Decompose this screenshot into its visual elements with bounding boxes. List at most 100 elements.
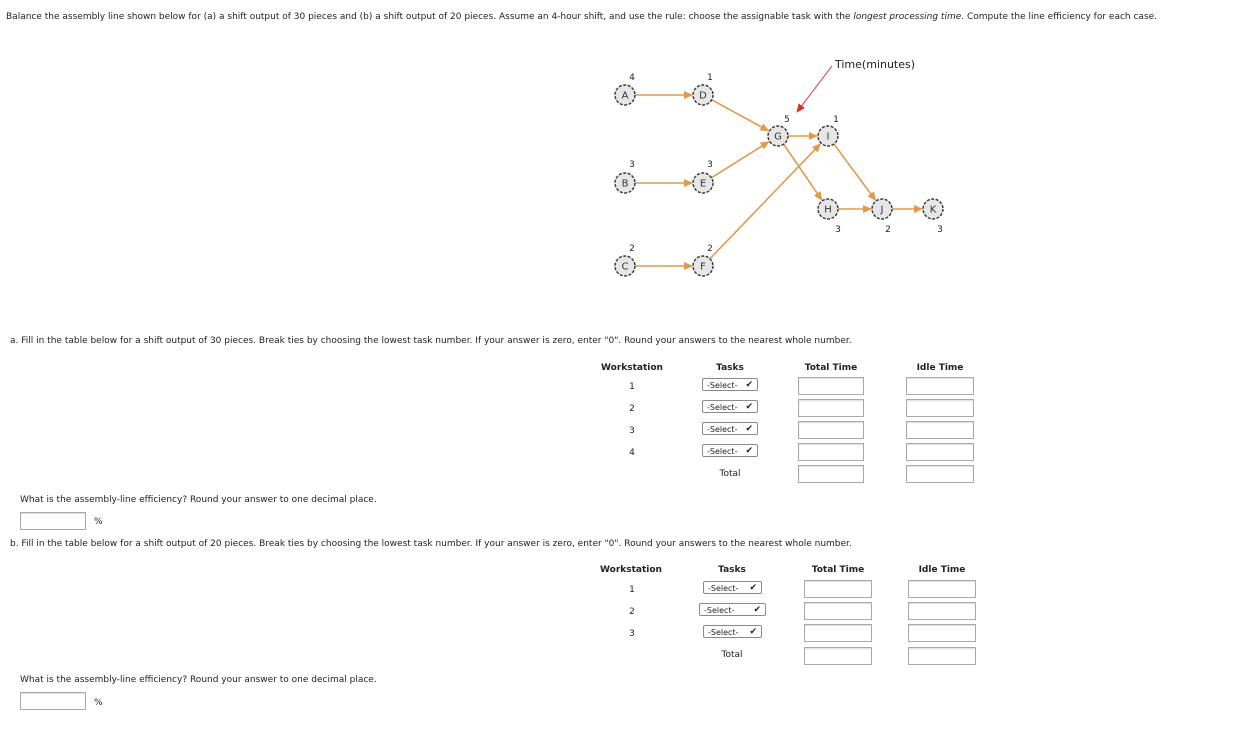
problem-prompt: Balance the assembly line shown below fo… — [6, 12, 1157, 22]
part-b-instruction: b. Fill in the table below for a shift o… — [10, 539, 852, 549]
part-a-efficiency-question: What is the assembly-line efficiency? Ro… — [20, 495, 377, 505]
part-a-total-time-sum-input[interactable] — [798, 465, 864, 483]
part-a-workstation-number: 1 — [629, 382, 635, 392]
part-a-workstation-number: 3 — [629, 426, 635, 436]
part-a-total-time-input[interactable] — [798, 421, 864, 439]
task-node-a — [614, 84, 636, 106]
part-a-idle-time-input[interactable] — [906, 421, 974, 439]
chevron-down-icon: ✔ — [745, 402, 753, 412]
part-b-idle-time-input[interactable] — [908, 580, 976, 598]
task-node-d — [692, 84, 714, 106]
task-time-label: 1 — [833, 115, 839, 125]
part-b-total-time-sum-input[interactable] — [804, 647, 872, 665]
task-node-label: J — [880, 205, 884, 216]
select-value: -Select- — [707, 403, 738, 412]
task-node-c — [614, 255, 636, 277]
part-a-tasks-select[interactable]: -Select- ✔ — [702, 378, 758, 391]
task-node-label: K — [930, 205, 937, 216]
task-time-label: 2 — [629, 244, 635, 254]
part-b-idle-time-input[interactable] — [908, 602, 976, 620]
select-value: -Select- — [708, 584, 739, 593]
part-b-tasks-select[interactable]: -Select-✔ — [703, 625, 762, 638]
part-a-workstation-number: 2 — [629, 404, 635, 414]
task-node-b — [614, 172, 636, 194]
select-value: -Select- — [707, 425, 738, 434]
part-a-total-label: Total — [719, 469, 741, 479]
part-a-header-total-time: Total Time — [804, 363, 858, 373]
part-b-workstation-number: 3 — [629, 629, 635, 639]
edge-D-G-arrow — [711, 99, 770, 132]
part-b-tasks-select[interactable]: -Select-✔ — [703, 581, 762, 594]
part-a-total-time-input[interactable] — [798, 443, 864, 461]
select-value: -Select- — [707, 447, 738, 456]
chevron-down-icon: ✔ — [745, 446, 753, 456]
part-a-workstation-number: 4 — [629, 448, 635, 458]
task-node-label: A — [622, 91, 629, 102]
part-b-workstation-number: 1 — [629, 585, 635, 595]
part-b-efficiency-input[interactable] — [20, 692, 86, 710]
part-a-total-time-input[interactable] — [798, 377, 864, 395]
part-a-tasks-select[interactable]: -Select- ✔ — [702, 400, 758, 413]
part-a-instruction: a. Fill in the table below for a shift o… — [10, 336, 852, 346]
edge-E-G-arrow — [711, 141, 770, 179]
caption-pointer-arrow — [796, 65, 833, 113]
part-a-idle-time-input[interactable] — [906, 443, 974, 461]
edge-I-J-arrow — [833, 143, 877, 201]
part-b-header-workstation: Workstation — [600, 565, 662, 575]
task-node-h — [817, 198, 839, 220]
task-node-i — [817, 125, 839, 147]
part-a-idle-time-input[interactable] — [906, 399, 974, 417]
part-a-header-idle-time: Idle Time — [916, 363, 964, 373]
part-b-header-idle-time: Idle Time — [918, 565, 966, 575]
part-b-total-time-input[interactable] — [804, 624, 872, 642]
part-b-header-tasks: Tasks — [718, 565, 746, 575]
prompt-emphasis: longest processing time — [853, 12, 962, 22]
part-b-efficiency-question: What is the assembly-line efficiency? Ro… — [20, 675, 377, 685]
part-b-total-time-input[interactable] — [804, 580, 872, 598]
part-a-idle-time-input[interactable] — [906, 377, 974, 395]
task-time-label: 5 — [784, 115, 790, 125]
diagram-caption: Time(minutes) — [834, 58, 915, 71]
task-node-label: E — [700, 179, 706, 190]
task-time-label: 4 — [629, 73, 635, 83]
percent-unit: % — [94, 517, 103, 527]
part-a-total-time-input[interactable] — [798, 399, 864, 417]
task-time-label: 2 — [707, 244, 713, 254]
chevron-down-icon: ✔ — [745, 424, 753, 434]
prompt-text-end: . Compute the line efficiency for each c… — [961, 12, 1158, 22]
part-b-idle-time-input[interactable] — [908, 624, 976, 642]
task-node-label: G — [774, 132, 782, 143]
task-node-label: H — [824, 205, 832, 216]
percent-unit: % — [94, 698, 103, 708]
select-value: -Select- — [707, 381, 738, 390]
part-b-total-time-input[interactable] — [804, 602, 872, 620]
part-b-tasks-select[interactable]: -Select- ✔ — [699, 603, 766, 616]
task-node-f — [692, 255, 714, 277]
task-node-e — [692, 172, 714, 194]
part-a-tasks-select[interactable]: -Select- ✔ — [702, 422, 758, 435]
part-a-header-workstation: Workstation — [601, 363, 663, 373]
prompt-text: Balance the assembly line shown below fo… — [6, 12, 854, 22]
task-node-g — [767, 125, 789, 147]
edge-F-I-arrow — [709, 143, 822, 260]
chevron-down-icon: ✔ — [745, 380, 753, 390]
task-time-label: 3 — [835, 225, 841, 235]
task-time-label: 2 — [885, 225, 891, 235]
task-time-label: 3 — [707, 160, 713, 170]
task-node-label: D — [699, 91, 707, 102]
part-a-idle-time-sum-input[interactable] — [906, 465, 974, 483]
task-time-label: 3 — [937, 225, 943, 235]
part-a-header-tasks: Tasks — [716, 363, 744, 373]
part-a-tasks-select[interactable]: -Select- ✔ — [702, 444, 758, 457]
part-b-workstation-number: 2 — [629, 607, 635, 617]
task-node-label: B — [622, 179, 629, 190]
select-value: -Select- — [704, 606, 735, 615]
part-b-header-total-time: Total Time — [811, 565, 865, 575]
part-b-idle-time-sum-input[interactable] — [908, 647, 976, 665]
chevron-down-icon: ✔ — [753, 605, 761, 615]
task-node-j — [871, 198, 893, 220]
part-a-efficiency-input[interactable] — [20, 512, 86, 530]
task-node-label: I — [827, 132, 830, 143]
